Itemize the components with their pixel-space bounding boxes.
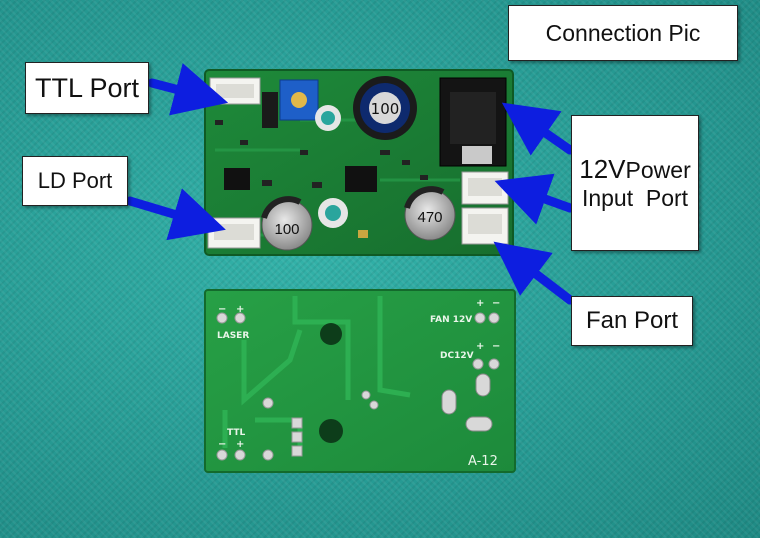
dc-power-jack [439,77,507,167]
silk-model: A-12 [468,454,498,469]
potentiometer [279,79,319,121]
silk-dc-minus: − [492,341,500,352]
arrow-power-connector [494,173,575,225]
power-input-port-label: 12VPower Input Port [571,115,699,251]
ttl-port-label: TTL Port [25,62,149,114]
silk-ttl-minus: − [218,439,226,450]
silk-laser-minus: − [218,304,226,315]
arrow-ld [125,188,226,241]
solder-pads [216,312,500,461]
ld-port-label: LD Port [22,156,128,206]
ic-chip-left [224,168,250,190]
ic-chip-center [345,166,377,192]
ld-connector [207,217,261,249]
arrow-fan [493,241,575,305]
mounting-holes [315,105,348,228]
power-word-text: Power [625,156,691,183]
power-input-port-text: Input Port [581,184,689,211]
inductor-marking: 100 [371,100,400,118]
ttl-connector [209,77,261,105]
fan-port-label: Fan Port [571,296,693,346]
arrow-ttl [147,63,229,116]
ttl-port-text: TTL Port [34,72,140,103]
silk-dc12v: DC12V [440,351,474,361]
ld-port-text: LD Port [37,168,113,193]
silk-dc-plus: + [476,341,484,352]
arrows [125,63,575,305]
silk-laser-plus: + [236,304,244,315]
capacitor-right: 470 [404,186,456,241]
bottom-hole-top [320,323,342,345]
silk-ttl-plus: + [236,439,244,450]
bottom-hole-bottom [319,419,343,443]
silk-fan-12v: FAN 12V [430,315,472,325]
bottom-pcb-board: − + LASER TTL − + FAN 12V + − DC12V + − … [204,289,516,473]
connection-pic-title: Connection Pic [508,5,738,61]
arrow-power-jack [501,102,575,156]
fan-connector [461,207,509,245]
silk-fan-plus: + [476,298,484,309]
silk-fan-minus: − [492,298,500,309]
fan-port-text: Fan Port [585,307,679,334]
power-12v-text: 12V [579,153,626,184]
power-input-connector [461,171,509,205]
smd-components [215,120,428,238]
silk-laser: LASER [217,331,249,341]
inductor: 100 [353,76,417,140]
resistor [262,92,278,128]
capacitor-left: 100 [261,196,313,251]
oval-solder-pads [441,373,493,432]
top-pcb-board: 100 100 470 [204,69,514,256]
capacitor-right-marking: 470 [417,209,442,226]
capacitor-left-marking: 100 [274,221,299,238]
connection-pic-text: Connection Pic [545,19,701,46]
silk-ttl: TTL [227,428,245,438]
power-line-1: 12VPower [579,153,691,185]
